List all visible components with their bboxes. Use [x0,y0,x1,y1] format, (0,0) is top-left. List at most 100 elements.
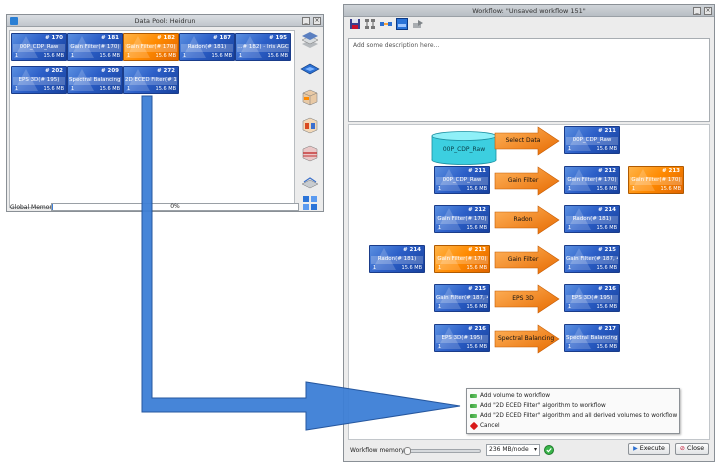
operation-arrow-icon[interactable] [494,126,560,156]
menu-item-add-volume[interactable]: Add volume to workflow [470,391,550,401]
operation-label: Gain Filter [507,177,539,184]
volume-icon[interactable] [396,18,408,30]
operation-label: Spectral Balancing [498,335,555,342]
export-icon[interactable] [412,18,424,30]
volume-name: Gain Filter(# 187, 4 [436,295,488,303]
volume-id: # 272 [156,68,175,74]
volume-id: # 195 [268,35,287,41]
cube-red-icon[interactable] [300,144,320,162]
workflow-description-input[interactable]: Add some description here... [348,38,710,122]
minimize-button[interactable]: _ [302,17,310,25]
volume-id: # 187 [212,35,231,41]
volume-size: 15.6 MB [466,304,487,310]
volume-size: 15.6 MB [211,53,232,59]
volume-id: # 211 [467,168,486,174]
volume-id: # 214 [597,207,616,213]
cube-color-icon[interactable] [300,116,320,134]
pool-titlebar[interactable]: Data Pool: Heidrun _ × [7,15,323,27]
flow-icon[interactable] [380,18,392,30]
cube-orange-icon[interactable] [300,88,320,106]
surface-icon[interactable] [300,172,320,190]
chevron-down-icon: ▾ [533,446,537,453]
volume-id: # 202 [44,68,63,74]
volume-size: 15.6 MB [466,265,487,271]
layers-icon[interactable] [300,32,320,50]
workflow-close-window-button[interactable]: × [704,7,712,15]
source-cylinder-label: 00P_CDP_Raw [442,146,486,153]
workflow-memory-slider[interactable] [403,447,481,455]
menu-item-add-algorithm[interactable]: Add "2D ECED Filter" algorithm to workfl… [470,401,606,411]
volume-name: 00P_CDP_Raw [436,177,488,185]
volume-name: EPS 3D(# 195) [566,295,618,303]
operation-arrow-icon[interactable] [494,284,560,314]
menu-item-cancel[interactable]: Cancel [469,421,500,431]
volume-icon [238,36,262,58]
volume-id: # 211 [597,128,616,134]
volume-size: 15.6 MB [596,265,617,271]
volume-count: 1 [438,186,442,192]
volume-size: 15.6 MB [596,304,617,310]
workflow-minimize-button[interactable]: _ [693,7,701,15]
volume-name: Gain Filter(# 187, 4 [566,256,618,264]
volume-name: Gain Filter(# 170) [566,177,618,185]
volume-id: # 216 [597,286,616,292]
volume-size: 15.6 MB [401,265,422,271]
execute-button[interactable]: ▶ Execute [628,443,670,455]
volume-size: 15.6 MB [660,186,681,192]
operation-arrow-icon[interactable] [494,324,560,354]
slice-icon[interactable] [300,60,320,78]
arrange-icon[interactable] [364,18,376,30]
operation-arrow-icon[interactable] [494,245,560,275]
volume-size: 15.6 MB [99,86,120,92]
add-icon [470,413,477,418]
play-icon: ▶ [633,445,638,452]
volume-name: Radon(# 181) [181,44,233,52]
close-button[interactable]: ⊘ Close [675,443,709,455]
volume-size: 15.6 MB [596,146,617,152]
volume-name: ...# 182) - Iris AGC [237,44,289,52]
volume-icon [126,69,150,91]
menu-item-add-algorithm-derived[interactable]: Add "2D ECED Filter" algorithm and all d… [470,411,677,421]
volume-id: # 213 [467,247,486,253]
save-icon[interactable] [349,18,361,30]
volume-count: 1 [183,53,187,59]
operation-label: Radon [513,216,533,223]
operation-arrow-icon[interactable] [494,166,560,196]
volume-icon [567,169,591,191]
volume-count: 1 [568,146,572,152]
workflow-titlebar[interactable]: Workflow: "Unsaved workflow 151" _ × [344,5,714,17]
volume-size: 15.6 MB [99,53,120,59]
operation-arrow-icon[interactable] [494,205,560,235]
operation-label: Gain Filter [507,256,539,263]
volume-name: 00P_CDP_Raw [13,44,65,52]
volume-icon [631,169,655,191]
volume-size: 15.6 MB [466,186,487,192]
app-icon [10,17,18,25]
close-window-button[interactable]: × [313,17,321,25]
volume-count: 1 [568,344,572,350]
slider-handle[interactable] [404,447,411,455]
workflow-memory-combo[interactable]: 236 MB/node ▾ [486,444,540,456]
grid-icon[interactable] [300,194,320,212]
